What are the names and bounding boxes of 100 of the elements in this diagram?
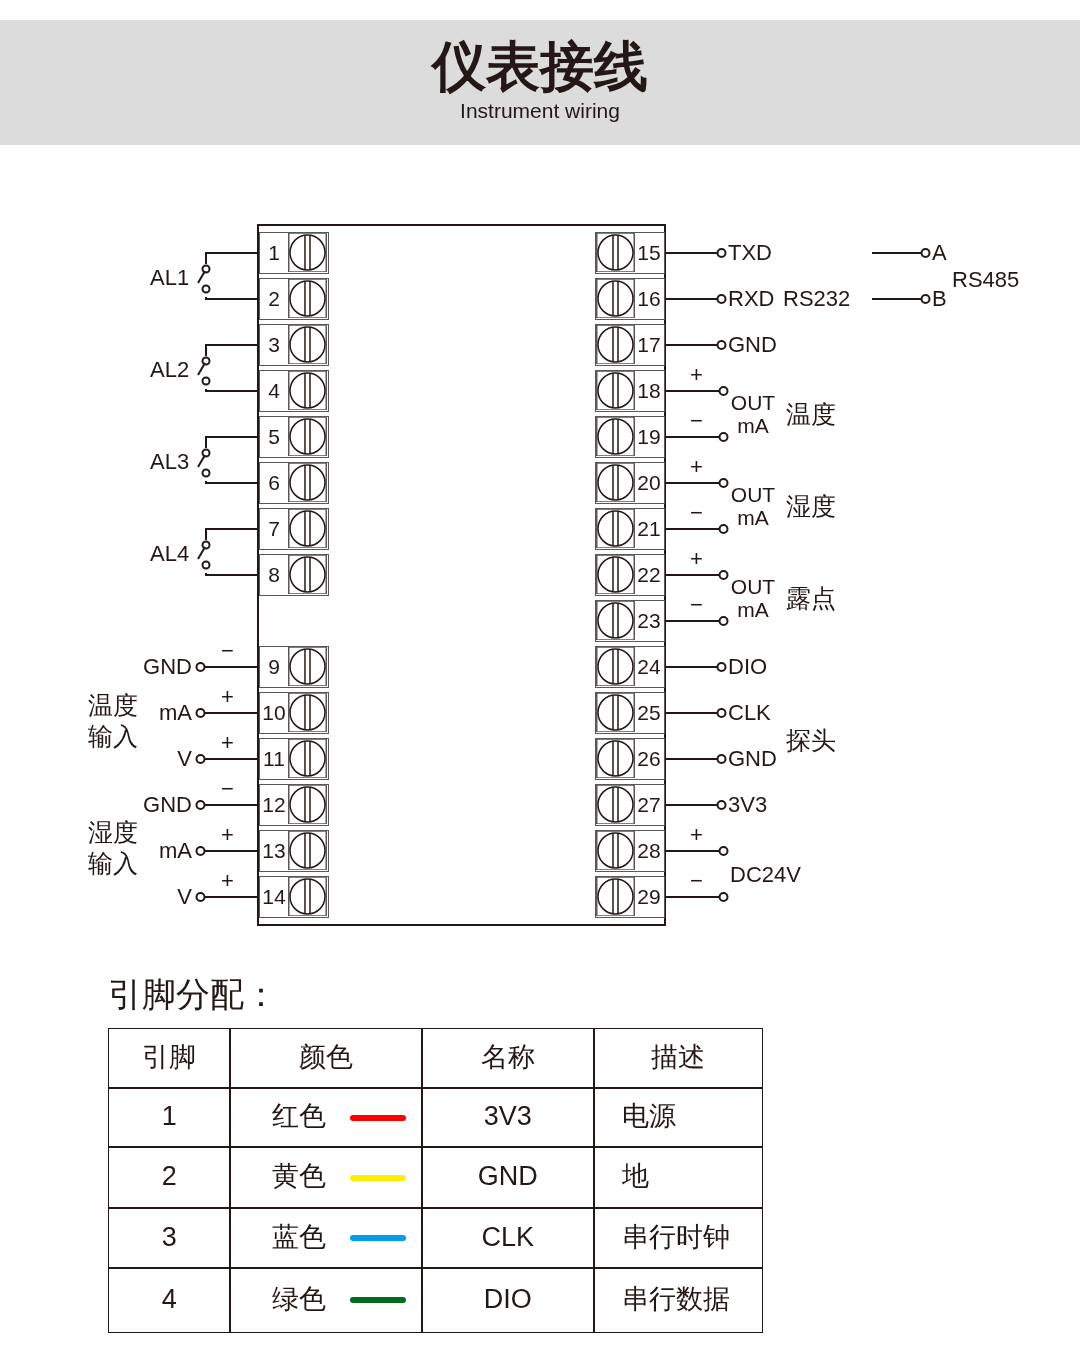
wire: [195, 754, 260, 764]
table-cell: CLK: [421, 1207, 595, 1269]
relay-label: AL3: [150, 449, 190, 475]
terminal-block: [259, 830, 329, 872]
terminal-number: 5: [267, 424, 281, 450]
terminal-block: [595, 876, 665, 918]
wire: [664, 616, 729, 626]
terminal-block: [595, 416, 665, 458]
wire: [205, 344, 260, 357]
group-label: 温度输入: [88, 690, 139, 752]
wire: [664, 524, 729, 534]
pin-label: B: [932, 286, 952, 312]
terminal-block: [259, 324, 329, 366]
color-name: 绿色: [272, 1283, 326, 1316]
output-label: OUT mA: [730, 479, 776, 533]
table-cell: 引脚: [108, 1028, 231, 1089]
terminal-number: 15: [636, 240, 662, 266]
pin-label: GND: [140, 654, 192, 680]
wire: [195, 846, 260, 856]
terminal-number: 23: [636, 608, 662, 634]
table-cell: 2: [108, 1146, 231, 1209]
wire: [664, 846, 729, 856]
terminal-number: 26: [636, 746, 662, 772]
wire: [664, 432, 729, 442]
wire: [205, 572, 260, 576]
pin-label: mA: [140, 838, 192, 864]
group-label: 湿度: [786, 491, 836, 521]
wire: [205, 296, 260, 300]
relay-label: AL1: [150, 265, 190, 291]
title: 仪表接线: [429, 35, 649, 98]
wire: [664, 800, 727, 810]
pin-label: TXD: [728, 240, 776, 266]
terminal-number: 25: [636, 700, 662, 726]
wire: [664, 754, 727, 764]
terminal-number: 12: [261, 792, 287, 818]
wire: [195, 708, 260, 718]
table-cell: 电源: [593, 1087, 763, 1148]
wire: [205, 388, 260, 392]
bus-label: RS232: [783, 286, 851, 312]
terminal-number: 20: [636, 470, 662, 496]
pin-label: GND: [728, 332, 776, 358]
terminal-number: 16: [636, 286, 662, 312]
terminal-block: [595, 692, 665, 734]
table-cell: 串行数据: [593, 1267, 763, 1333]
table-cell: 3V3: [421, 1087, 595, 1148]
terminal-number: 6: [267, 470, 281, 496]
terminal-block: [259, 278, 329, 320]
pin-label: CLK: [728, 700, 776, 726]
terminal-block: [259, 738, 329, 780]
output-label: OUT mA: [730, 387, 776, 441]
terminal-block: [595, 232, 665, 274]
terminal-block: [595, 370, 665, 412]
pin-label: GND: [140, 792, 192, 818]
table-cell: 3: [108, 1207, 231, 1269]
wire: [664, 248, 727, 258]
wire: [871, 294, 931, 304]
subtitle: Instrument wiring: [459, 98, 621, 124]
terminal-block: [595, 462, 665, 504]
table-cell: DIO: [421, 1267, 595, 1333]
wire: [195, 892, 260, 902]
wire: [205, 436, 260, 449]
terminal-number: 7: [267, 516, 281, 542]
table-cell: 名称: [421, 1028, 595, 1089]
terminal-block: [595, 738, 665, 780]
terminal-block: [259, 508, 329, 550]
wire: [664, 478, 729, 488]
terminal-number: 4: [267, 378, 281, 404]
terminal-number: 28: [636, 838, 662, 864]
table-cell: 颜色: [229, 1028, 423, 1089]
terminal-number: 13: [261, 838, 287, 864]
wire: [664, 570, 729, 580]
terminal-number: 19: [636, 424, 662, 450]
wire: [205, 528, 260, 541]
terminal-number: 27: [636, 792, 662, 818]
terminal-number: 3: [267, 332, 281, 358]
pin-label: GND: [728, 746, 776, 772]
pin-label: mA: [140, 700, 192, 726]
color-name: 蓝色: [272, 1221, 326, 1254]
wire: [664, 892, 729, 902]
pin-label: 3V3: [728, 792, 776, 818]
terminal-block: [595, 278, 665, 320]
table-cell: 地: [593, 1146, 763, 1209]
terminal-block: [595, 600, 665, 642]
wire: [195, 800, 260, 810]
terminal-number: 1: [267, 240, 281, 266]
wire: [664, 386, 729, 396]
terminal-number: 21: [636, 516, 662, 542]
group-label: 露点: [786, 583, 836, 613]
pin-label: A: [932, 240, 952, 266]
wire: [205, 252, 260, 265]
output-label: OUT mA: [730, 571, 776, 625]
terminal-number: 17: [636, 332, 662, 358]
table-cell: 描述: [593, 1028, 763, 1089]
terminal-block: [259, 232, 329, 274]
relay-label: AL4: [150, 541, 190, 567]
terminal-block: [259, 784, 329, 826]
relay-label: AL2: [150, 357, 190, 383]
terminal-housing: [257, 224, 666, 926]
pin-label: V: [140, 884, 192, 910]
color-name: 黄色: [272, 1160, 326, 1193]
